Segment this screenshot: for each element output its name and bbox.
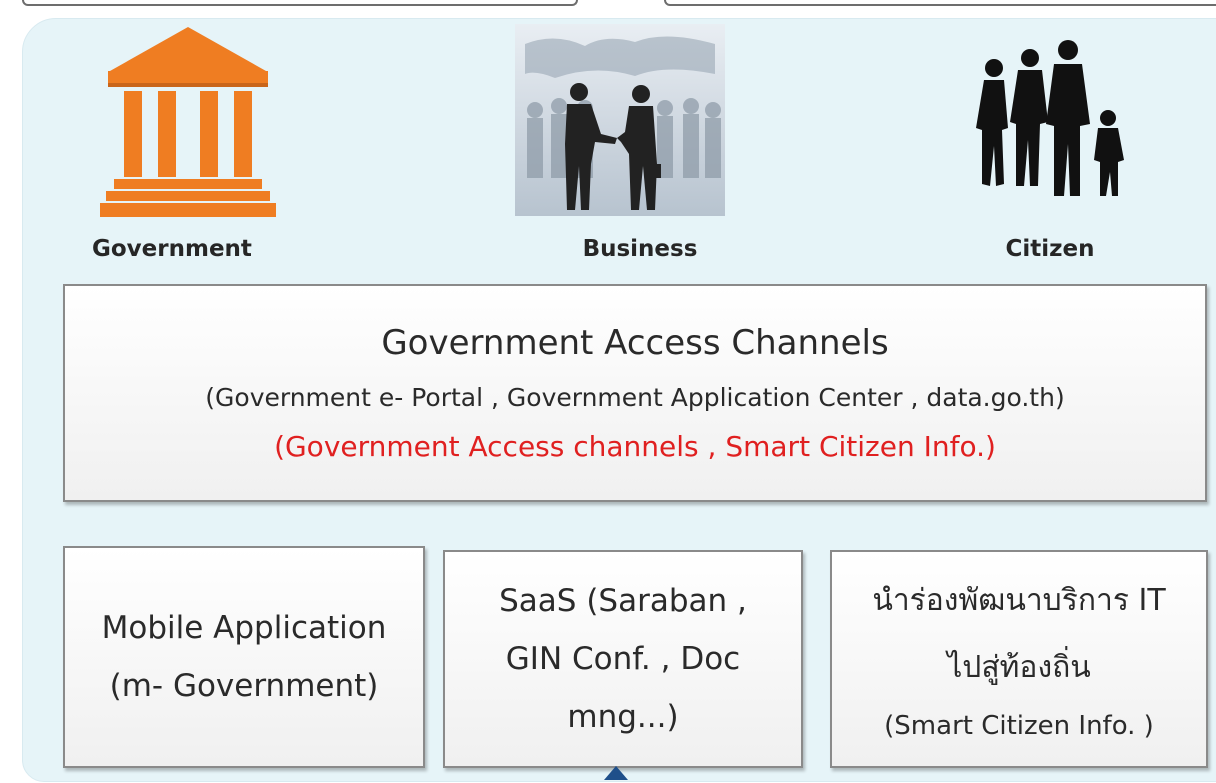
access-channels-title: Government Access Channels <box>381 323 889 363</box>
service-line: นำร่องพัฒนาบริการ IT <box>872 583 1166 618</box>
service-line: Mobile Application <box>101 610 387 646</box>
actor-label-business: Business <box>582 236 698 262</box>
local-it-pilot-box: นำร่องพัฒนาบริการ IT ไปสู่ท้องถิ่น (Smar… <box>830 550 1208 768</box>
service-line: (Smart Citizen Info. ) <box>884 711 1154 741</box>
access-channels-subtitle: (Government e- Portal , Government Appli… <box>205 383 1065 412</box>
mobile-application-box: Mobile Application (m- Government) <box>63 546 425 768</box>
family-walking-icon <box>968 36 1138 206</box>
service-line: (m- Government) <box>109 668 379 704</box>
government-building-icon <box>100 27 276 217</box>
service-line: GIN Conf. , Doc <box>505 641 741 677</box>
actor-label-citizen: Citizen <box>1005 236 1095 262</box>
saas-box: SaaS (Saraban , GIN Conf. , Doc mng...) <box>443 550 803 768</box>
access-channels-box: Government Access Channels (Government e… <box>63 284 1207 502</box>
access-channels-note: (Government Access channels , Smart Citi… <box>274 430 996 463</box>
service-line: ไปสู่ท้องถิ่น <box>947 650 1091 685</box>
service-line: SaaS (Saraban , <box>499 583 747 619</box>
top-tab-right <box>664 0 1216 6</box>
actor-label-government: Government <box>92 236 252 262</box>
service-line: mng...) <box>567 699 679 735</box>
pointer-arrow-icon <box>604 766 628 780</box>
top-tab-left <box>22 0 578 6</box>
business-handshake-icon <box>515 24 725 216</box>
